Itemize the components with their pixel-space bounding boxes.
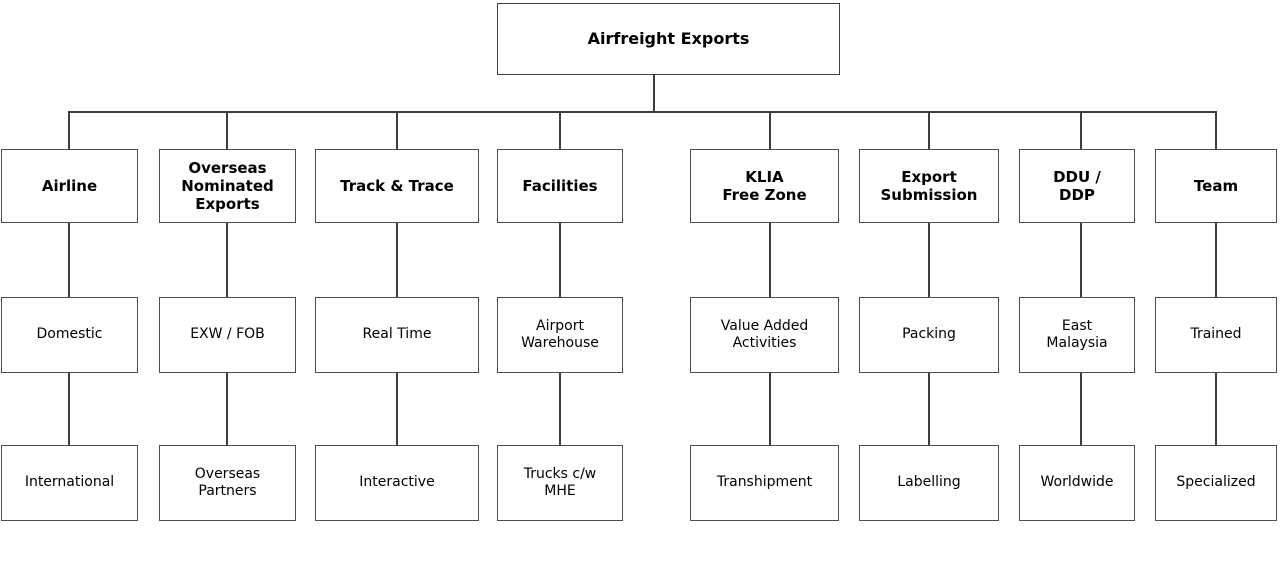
node-international: International [1,445,138,521]
connector-col7-bar-to-header [1080,111,1082,149]
node-export-submission: Export Submission [859,149,999,223]
connector-col5-bar-to-header [769,111,771,149]
connector-root-drop [653,75,655,112]
connector-col1-bar-to-header [68,111,70,149]
node-root: Airfreight Exports [497,3,840,75]
connector-col6-l2-to-l3 [928,372,930,446]
connector-col2-l2-to-l3 [226,372,228,446]
node-packing: Packing [859,297,999,373]
node-real-time: Real Time [315,297,479,373]
node-exw-fob: EXW / FOB [159,297,296,373]
connector-col2-header-to-l2 [226,221,228,298]
connector-col6-bar-to-header [928,111,930,149]
connector-col8-header-to-l2 [1215,221,1217,298]
connector-col2-bar-to-header [226,111,228,149]
node-airport-warehouse: Airport Warehouse [497,297,623,373]
node-trained: Trained [1155,297,1277,373]
node-track-and-trace: Track & Trace [315,149,479,223]
connector-col3-l2-to-l3 [396,372,398,446]
node-interactive: Interactive [315,445,479,521]
node-value-added-activities: Value Added Activities [690,297,839,373]
node-labelling: Labelling [859,445,999,521]
node-airline: Airline [1,149,138,223]
connector-col5-header-to-l2 [769,221,771,298]
connector-col4-l2-to-l3 [559,372,561,446]
node-domestic: Domestic [1,297,138,373]
connector-horizontal-bar [68,111,1217,113]
node-worldwide: Worldwide [1019,445,1135,521]
node-specialized: Specialized [1155,445,1277,521]
node-team: Team [1155,149,1277,223]
node-transhipment: Transhipment [690,445,839,521]
connector-col3-bar-to-header [396,111,398,149]
connector-col8-l2-to-l3 [1215,372,1217,446]
connector-col7-header-to-l2 [1080,221,1082,298]
connector-col7-l2-to-l3 [1080,372,1082,446]
connector-col1-header-to-l2 [68,221,70,298]
node-overseas-nominated-exports: Overseas Nominated Exports [159,149,296,223]
node-facilities: Facilities [497,149,623,223]
connector-col6-header-to-l2 [928,221,930,298]
connector-col1-l2-to-l3 [68,372,70,446]
node-klia-free-zone: KLIA Free Zone [690,149,839,223]
node-ddu-ddp: DDU / DDP [1019,149,1135,223]
connector-col8-bar-to-header [1215,111,1217,149]
connector-col4-header-to-l2 [559,221,561,298]
node-overseas-partners: Overseas Partners [159,445,296,521]
connector-col5-l2-to-l3 [769,372,771,446]
connector-col4-bar-to-header [559,111,561,149]
connector-col3-header-to-l2 [396,221,398,298]
node-east-malaysia: East Malaysia [1019,297,1135,373]
node-trucks-mhe: Trucks c/w MHE [497,445,623,521]
